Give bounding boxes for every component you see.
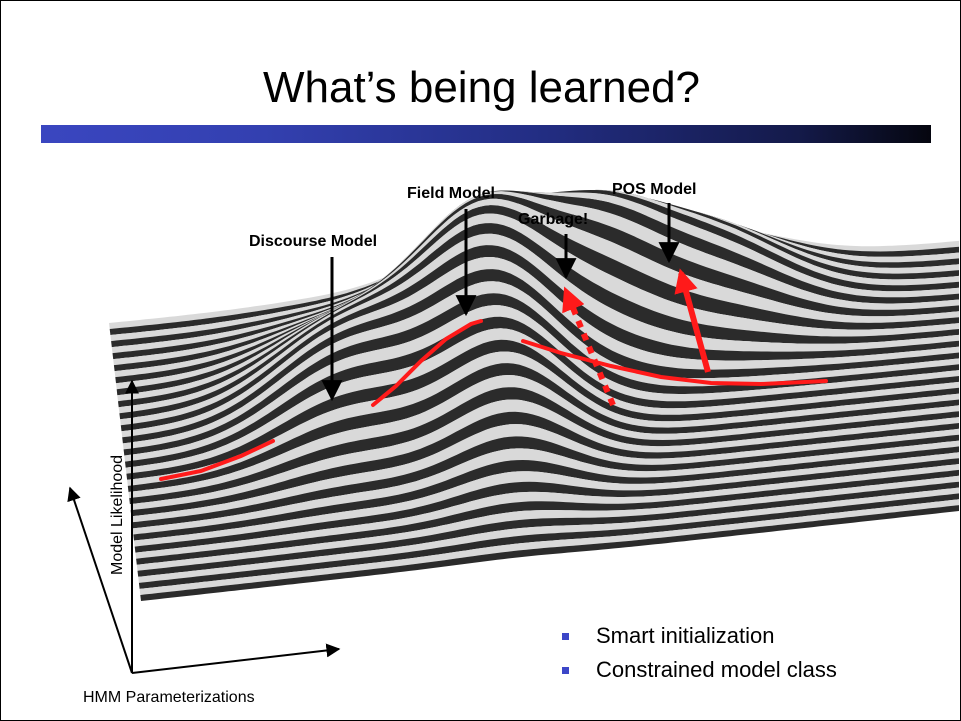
red-ridge-left xyxy=(159,439,275,481)
red-ridge-right xyxy=(521,339,828,387)
surface-stripe xyxy=(136,475,960,571)
bullet-item: Constrained model class xyxy=(556,653,837,687)
surface-stripe xyxy=(138,493,959,589)
surface-stripe xyxy=(112,189,959,360)
surface-stripe xyxy=(109,209,959,335)
surface-stripe xyxy=(120,245,960,432)
red-ridge-middle xyxy=(371,319,483,407)
bullet-item: Smart initialization xyxy=(556,619,837,653)
surface-stripe xyxy=(118,205,959,408)
surface-stripe xyxy=(118,213,959,414)
slide-title: What’s being learned? xyxy=(262,63,701,112)
surface-stripe xyxy=(139,499,960,595)
surface-stripe xyxy=(137,481,959,577)
surface-stripe xyxy=(117,198,960,402)
surface-stripe xyxy=(138,487,959,583)
surface-stripe xyxy=(134,452,959,547)
bullet-text: Constrained model class xyxy=(596,657,837,682)
surface-stripe xyxy=(122,269,959,444)
x-axis-label: HMM Parameterizations xyxy=(83,689,255,706)
surface-stripe xyxy=(135,464,959,559)
garbage-label: Garbage! xyxy=(518,211,589,228)
pos-model-label: POS Model xyxy=(612,181,697,198)
red-solid-arrow xyxy=(674,268,711,373)
surface-stripe xyxy=(133,446,960,541)
surface-stripe xyxy=(126,339,959,480)
surface-stripe xyxy=(136,469,960,565)
depth-axis-arrow xyxy=(67,486,133,674)
surface-stripe xyxy=(132,440,959,535)
surface-stripe xyxy=(120,233,960,426)
x-axis-arrow xyxy=(131,643,341,674)
surface-stripe xyxy=(125,328,959,474)
axes xyxy=(67,379,341,674)
surface-stripe xyxy=(123,293,960,456)
field-model-label: Field Model xyxy=(407,185,495,202)
surface-stripe xyxy=(132,434,959,529)
bullet-list: Smart initialization Constrained model c… xyxy=(556,619,837,687)
surface-stripe xyxy=(116,191,959,390)
title-underline-bar xyxy=(41,125,931,143)
surface-stripe xyxy=(110,202,959,342)
surface-stripe xyxy=(122,281,959,450)
bullet-marker xyxy=(562,633,569,640)
striped-surface xyxy=(109,189,960,601)
surface-stripe xyxy=(115,190,960,384)
surface-stripe xyxy=(111,192,960,354)
surface-stripe xyxy=(134,458,959,553)
red-curves xyxy=(159,268,828,481)
surface-stripe xyxy=(121,257,959,438)
bullet-marker xyxy=(562,667,569,674)
pointer-arrows xyxy=(321,203,680,402)
bullet-text: Smart initialization xyxy=(596,623,775,648)
surface-stripe xyxy=(140,505,960,601)
red-dashed-arrow xyxy=(562,286,616,407)
y-axis-label: Model Likelihood xyxy=(109,454,126,575)
surface-stripe xyxy=(109,215,959,329)
discourse-model-label: Discourse Model xyxy=(249,233,378,250)
surface-stripe xyxy=(119,223,959,420)
surface-stripe xyxy=(116,194,959,396)
surface-stripe xyxy=(111,196,960,348)
